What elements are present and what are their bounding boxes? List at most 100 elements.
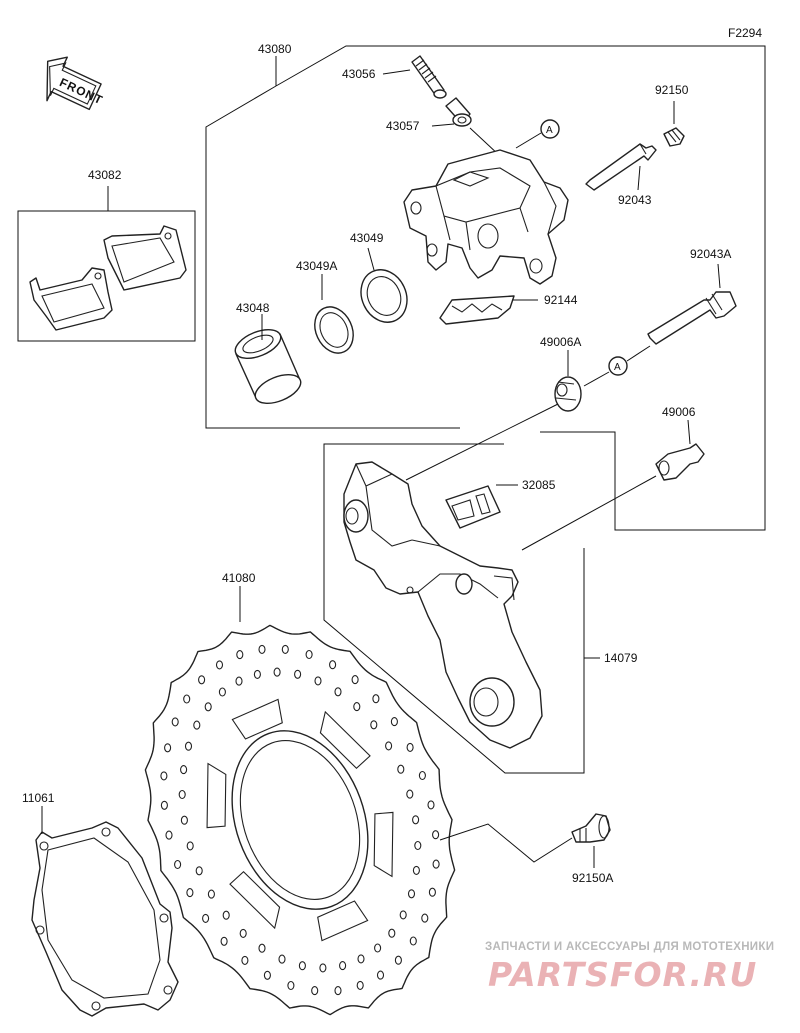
disc-drill-hole: [409, 936, 417, 946]
disc-drill-hole: [329, 660, 337, 670]
piston-43048: [234, 328, 302, 405]
front-direction-arrow: FRONT: [46, 56, 105, 111]
part-92144-label: 92144: [544, 293, 578, 307]
disc-carrier-window: [206, 762, 227, 829]
disc-drill-hole: [253, 669, 261, 679]
disc-drill-hole: [204, 702, 212, 712]
disc-drill-hole: [180, 765, 188, 775]
disc-drill-hole: [418, 770, 426, 781]
disc-drill-hole: [278, 954, 286, 964]
pad-set-box: [17, 186, 196, 342]
part-49006a-label: 49006A: [540, 335, 581, 349]
disc-drill-hole: [236, 650, 244, 660]
disc-drill-hole: [428, 887, 436, 897]
pin-boot-49006a: [554, 376, 582, 412]
disc-drill-hole: [399, 910, 407, 920]
disc-drill-hole: [305, 649, 313, 660]
disc-drill-hole: [174, 859, 182, 870]
bleed-cap: [445, 97, 472, 127]
pad-retainer-32085: [445, 485, 501, 529]
figure-code: F2294: [728, 26, 762, 40]
disc-drill-hole: [397, 764, 405, 774]
part-43057-label: 43057: [386, 119, 420, 133]
disc-drill-hole: [281, 644, 289, 654]
disc-drill-hole: [427, 800, 435, 810]
ref-marker-a-mid-text: A: [614, 362, 621, 373]
bracket-box: [323, 443, 600, 774]
disc-drill-hole: [258, 644, 266, 654]
dust-seal-43049a: [314, 306, 354, 354]
pin-boot-92150: [663, 127, 685, 147]
disc-drill-hole: [388, 928, 396, 938]
part-43082-label: 43082: [88, 168, 122, 182]
disc-drill-hole: [407, 889, 416, 899]
disc-drill-hole: [222, 910, 230, 920]
disc-drill-hole: [263, 970, 271, 980]
disc-drill-hole: [160, 800, 168, 810]
disc-carrier-window: [231, 698, 283, 740]
disc-drill-hole: [160, 771, 168, 781]
disc-drill-hole: [319, 963, 327, 973]
disc-carrier-window: [319, 710, 371, 770]
part-41080-label: 41080: [222, 571, 256, 585]
disc-drill-hole: [183, 694, 191, 704]
disc-drill-hole: [353, 702, 361, 712]
disc-drill-hole: [406, 742, 414, 752]
disc-drill-hole: [239, 928, 247, 938]
disc-drill-hole: [311, 986, 319, 996]
disc-drill-hole: [314, 676, 322, 686]
disc-drill-hole: [186, 841, 194, 851]
brake-disc: [144, 624, 456, 1016]
disc-drill-hole: [258, 943, 266, 953]
caliper-bracket: [343, 461, 543, 749]
part-92043a-label: 92043A: [690, 247, 731, 261]
disc-drill-hole: [164, 743, 172, 753]
part-43049-label: 43049: [350, 231, 384, 245]
disc-drill-hole: [193, 720, 201, 730]
disc-drill-hole: [394, 955, 402, 965]
part-43056-label: 43056: [342, 67, 376, 81]
part-92150a-label: 92150A: [572, 871, 613, 885]
part-43080-label: 43080: [258, 42, 292, 56]
hub-gasket: [31, 821, 179, 1017]
disc-drill-hole: [180, 815, 188, 825]
caliper-body: [403, 149, 569, 285]
disc-drill-hole: [390, 717, 398, 727]
disc-drill-hole: [184, 741, 193, 751]
disc-drill-hole: [273, 667, 281, 677]
disc-drill-hole: [406, 789, 414, 799]
part-11061-label: 11061: [22, 791, 55, 805]
watermark-tagline: ЗАПЧАСТИ И АКСЕССУАРЫ ДЛЯ МОТОТЕХНИКИ: [485, 941, 774, 953]
part-49006-label: 49006: [662, 405, 696, 419]
disc-bolt-92150a: [571, 813, 611, 843]
disc-drill-hole: [351, 675, 359, 685]
piston-seal-43049: [360, 269, 408, 323]
disc-drill-hole: [432, 859, 440, 869]
ref-marker-a-top: A: [515, 119, 560, 149]
disc-drill-hole: [207, 889, 215, 899]
brake-pad-rear: [103, 225, 187, 291]
disc-drill-hole: [241, 955, 249, 965]
part-14079-label: 14079: [604, 651, 638, 665]
disc-drill-hole: [165, 830, 173, 840]
disc-carrier-window: [373, 811, 394, 878]
disc-drill-hole: [171, 717, 179, 727]
disc-drill-hole: [370, 720, 378, 730]
disc-drill-hole: [421, 913, 429, 923]
assembly-leaders: [405, 403, 657, 551]
part-43049a-label: 43049A: [296, 259, 337, 273]
disc-drill-hole: [412, 815, 420, 825]
disc-drill-hole: [220, 936, 228, 946]
disc-carrier-window: [317, 900, 369, 942]
disc-drill-hole: [294, 669, 302, 679]
disc-drill-hole: [235, 676, 243, 686]
disc-drill-hole: [374, 943, 382, 953]
part-92150-label: 92150: [655, 83, 689, 97]
ref-marker-a-top-text: A: [546, 125, 553, 136]
disc-drill-hole: [376, 970, 385, 980]
disc-drill-hole: [357, 954, 365, 964]
slide-pin-92043: [585, 143, 657, 191]
disc-drill-hole: [372, 694, 380, 704]
caliper-assembly-outline: [205, 45, 766, 531]
